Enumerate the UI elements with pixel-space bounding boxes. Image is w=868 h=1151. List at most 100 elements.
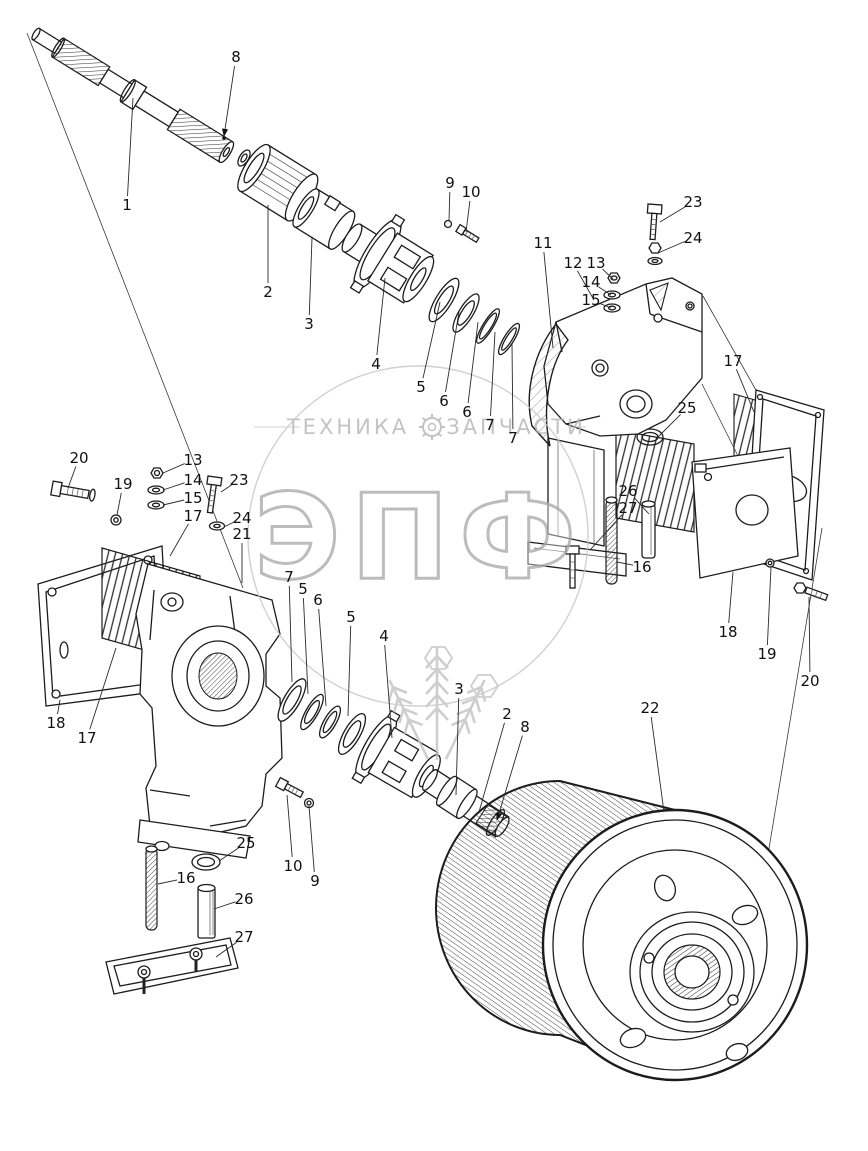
leader-line	[633, 497, 650, 515]
leader-line	[543, 251, 554, 349]
leader-line	[116, 492, 122, 516]
fin-stack-right	[615, 429, 695, 533]
leader-line	[496, 735, 523, 821]
part-callout-6: 6	[313, 591, 323, 609]
part-callout-19: 19	[757, 645, 776, 663]
bracket-part-18-right	[691, 447, 799, 579]
part-callout-9: 9	[310, 872, 320, 890]
part-callout-24: 24	[683, 229, 702, 247]
brand-text-right: ЗАПЧАСТИ	[446, 415, 586, 439]
part-callout-24: 24	[232, 509, 251, 527]
leader-line	[589, 514, 623, 551]
bolt-part-10-lower	[274, 776, 305, 799]
leader-line	[467, 321, 479, 404]
leader-line	[602, 268, 614, 280]
leader-line	[616, 561, 634, 566]
key-dot	[222, 136, 226, 140]
leader-line	[657, 241, 685, 254]
part-callout-3: 3	[304, 315, 314, 333]
leader-line	[347, 625, 352, 717]
part-callout-23: 23	[229, 471, 248, 489]
bracket-part-12	[543, 277, 703, 437]
part-callout-18: 18	[718, 623, 737, 641]
part-callout-26: 26	[618, 482, 637, 500]
nut-part-13-right	[607, 272, 621, 284]
ring-part-25-lower	[191, 853, 221, 871]
part-callout-17: 17	[723, 352, 742, 370]
part-callout-8: 8	[231, 48, 241, 66]
leader-line	[422, 301, 441, 379]
part-callout-1: 1	[122, 196, 132, 214]
nut-part-13-left	[150, 467, 164, 479]
input-shaft-part-1	[31, 27, 235, 164]
plate-part-27-lower	[105, 937, 239, 995]
leader-line	[127, 97, 134, 197]
part-callout-7: 7	[508, 429, 518, 447]
leader-line	[465, 200, 471, 233]
support-channel	[547, 437, 605, 547]
pin-part-26-right	[641, 500, 656, 559]
part-callout-4: 4	[379, 627, 389, 645]
part-callout-10: 10	[461, 183, 480, 201]
leader-line	[445, 311, 460, 393]
part-callout-25: 25	[236, 834, 255, 852]
part-callout-27: 27	[234, 928, 253, 946]
leader-line	[766, 566, 772, 646]
part-callout-10: 10	[283, 857, 302, 875]
part-callout-5: 5	[298, 580, 308, 598]
part-callout-9: 9	[445, 174, 455, 192]
leader-line	[318, 608, 327, 707]
upper-shaft-assembly	[31, 27, 521, 356]
leader-line	[302, 597, 309, 695]
leader-line	[286, 794, 293, 858]
leader-line	[288, 585, 293, 683]
leader-line	[162, 463, 185, 474]
leader-line	[599, 302, 612, 309]
leader-line	[169, 523, 189, 557]
leader-line	[490, 331, 496, 417]
leader-line	[448, 191, 451, 222]
part-callout-7: 7	[485, 416, 495, 434]
part-callout-27: 27	[618, 499, 637, 517]
logo-text: ЭПФ	[254, 468, 586, 606]
leader-line	[308, 805, 315, 873]
bolt-part-10-upper	[454, 223, 480, 244]
bolt-part-23-left	[206, 475, 223, 514]
leader-line	[376, 277, 386, 356]
leader-line	[162, 482, 185, 491]
leader-line	[215, 941, 237, 958]
washers-14-15-left	[147, 485, 165, 510]
leader-line	[218, 847, 239, 862]
part-callout-19: 19	[113, 475, 132, 493]
part-callout-17: 17	[183, 507, 202, 525]
part-callout-23: 23	[683, 193, 702, 211]
leader-line	[162, 499, 185, 506]
part-callout-5: 5	[416, 378, 426, 396]
bushing-part-2	[237, 143, 319, 222]
arm-part-11	[528, 322, 569, 447]
part-callout-4: 4	[371, 355, 381, 373]
part-callout-20: 20	[800, 672, 819, 690]
part-callout-18: 18	[46, 714, 65, 732]
leader-line	[308, 237, 313, 316]
leader-line	[67, 466, 77, 489]
part-callout-15: 15	[183, 489, 202, 507]
part-callout-13: 13	[586, 254, 605, 272]
pin-part-16-lower	[145, 845, 158, 931]
part-callout-17: 17	[77, 729, 96, 747]
part-callout-12: 12	[563, 254, 582, 272]
leader-line	[598, 286, 612, 296]
leader-line	[728, 571, 734, 624]
pin-part-16-right	[605, 496, 618, 585]
brake-drum-part-22	[435, 779, 809, 1082]
leader-line	[659, 206, 686, 223]
leader-line	[157, 879, 178, 885]
sleeve-part-3	[292, 188, 356, 250]
part-callout-16: 16	[632, 558, 651, 576]
part-callout-21: 21	[232, 525, 251, 543]
watermark: ТЕХНИКА ЗАПЧАСТИ ЭПФ	[247, 365, 589, 760]
part-callout-8: 8	[520, 718, 530, 736]
leader-line	[650, 716, 665, 813]
